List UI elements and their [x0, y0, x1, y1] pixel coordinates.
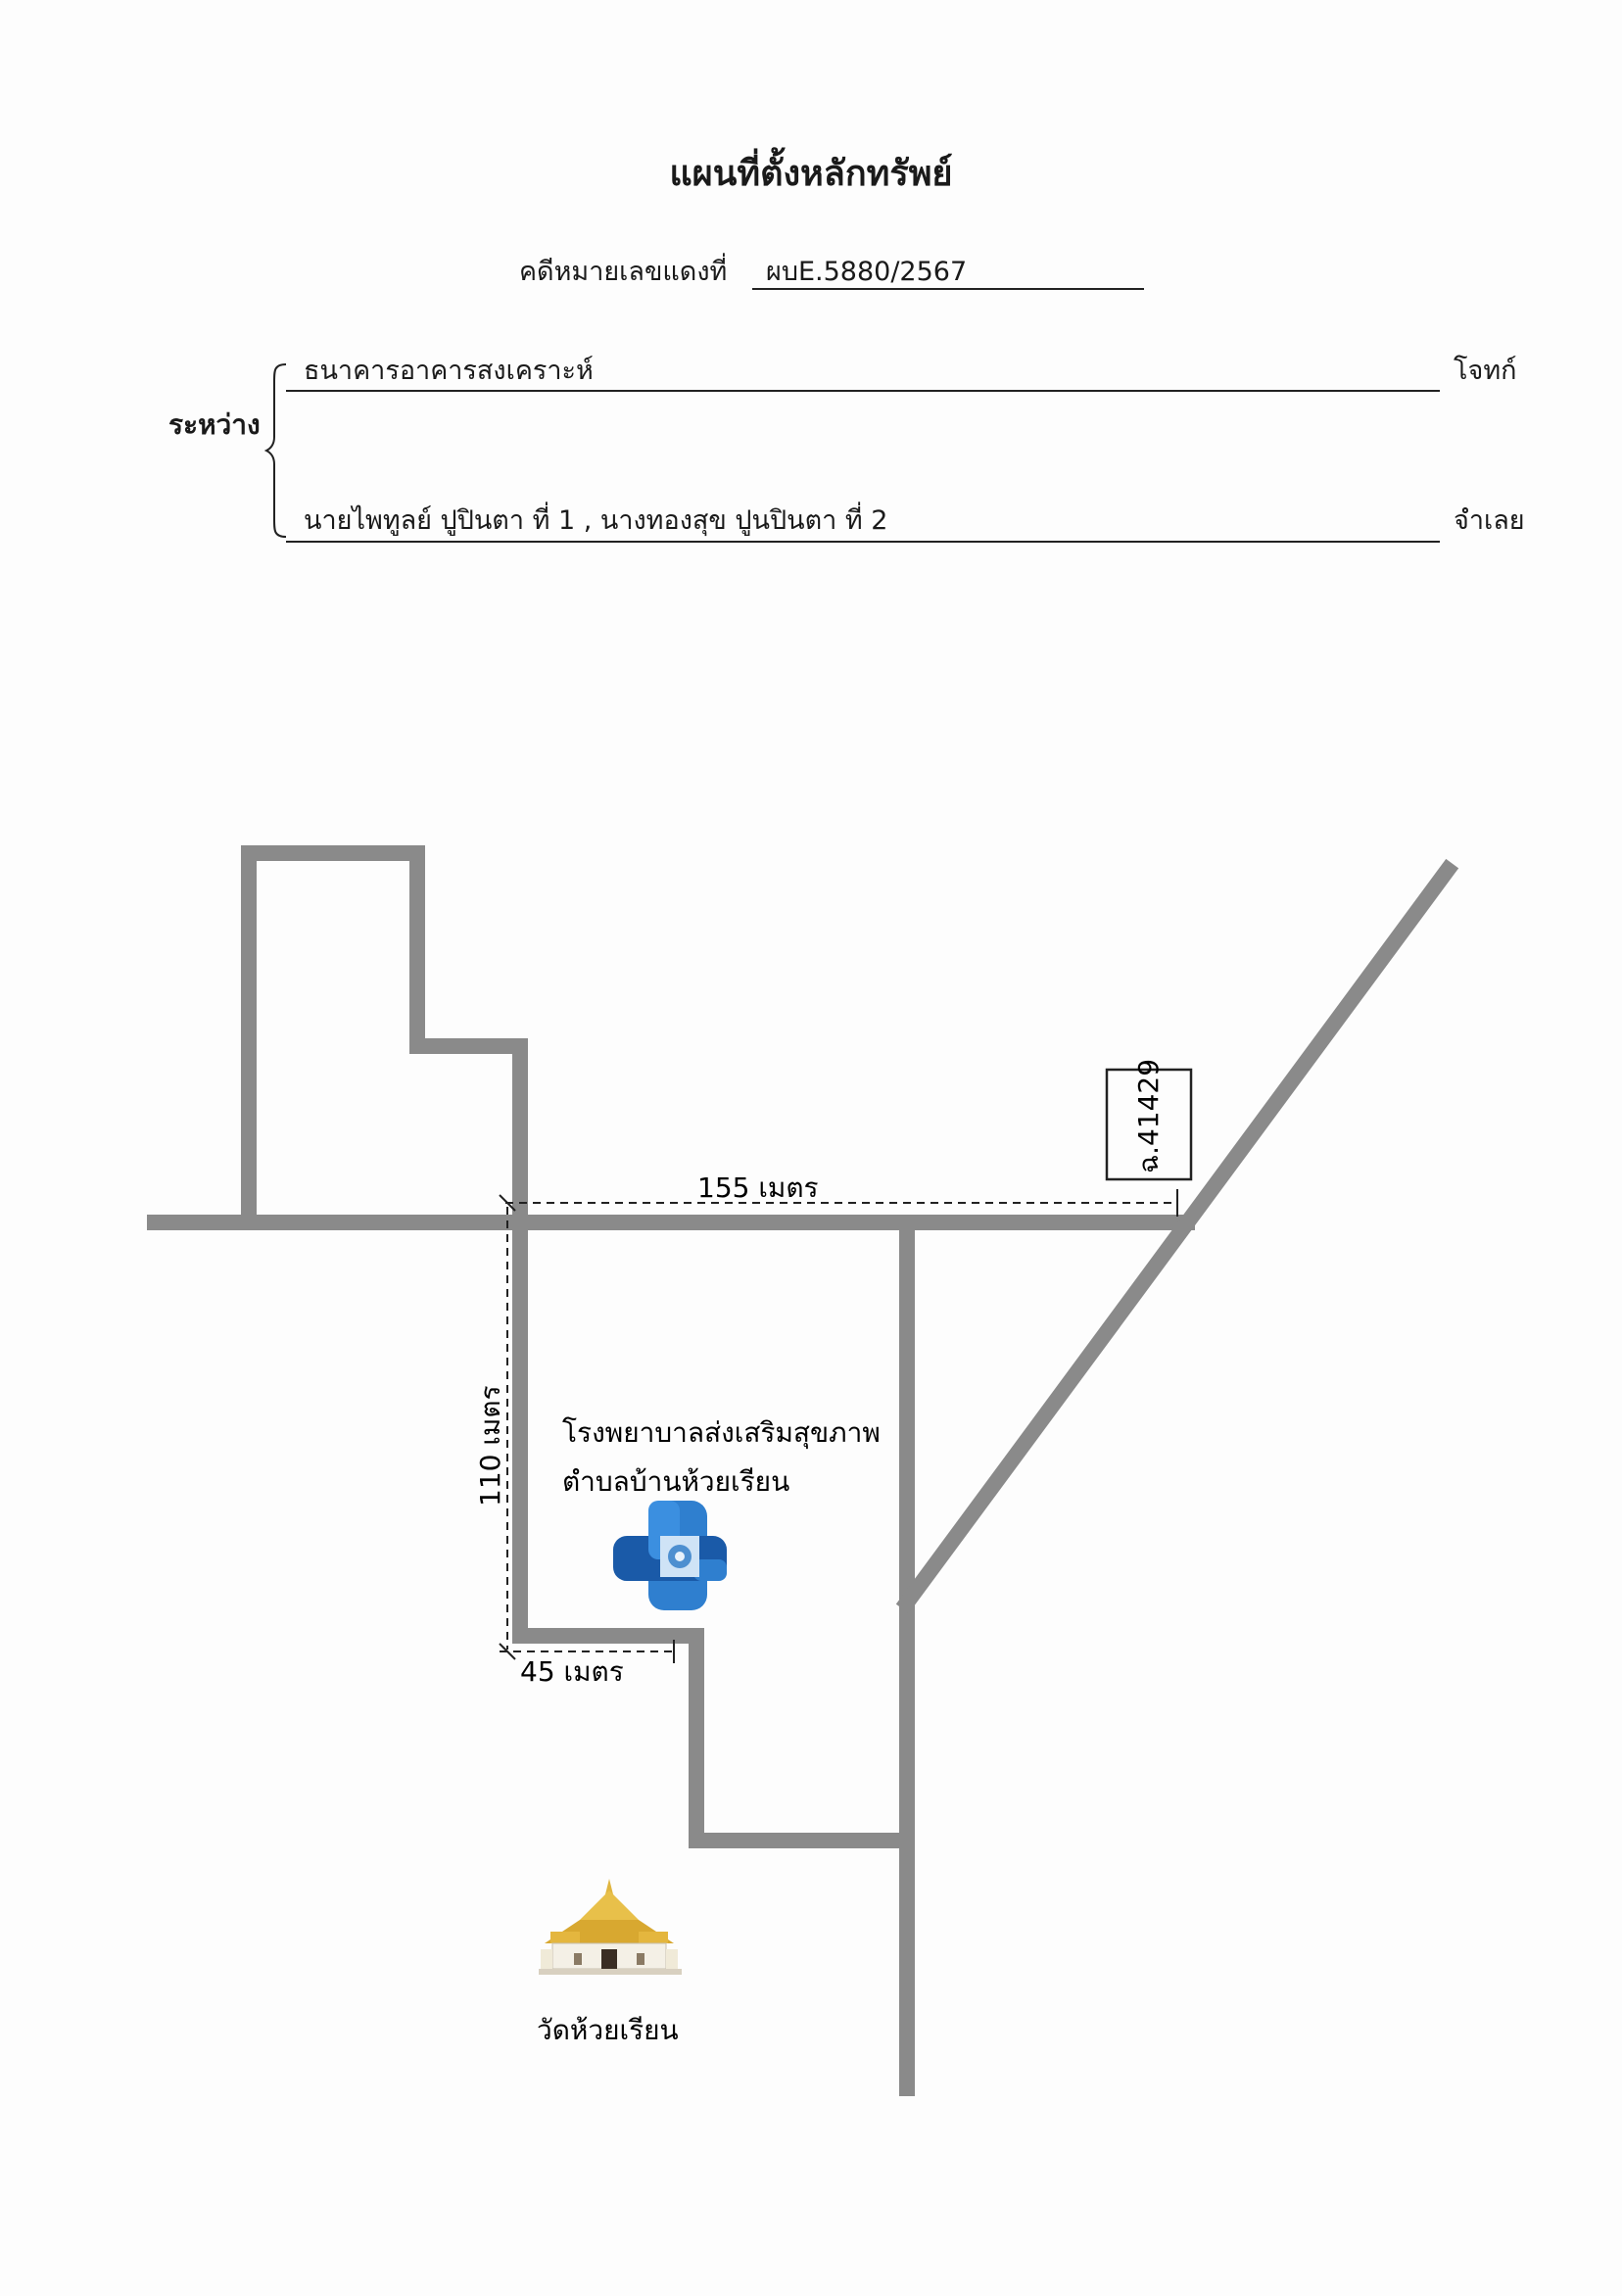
defendant-underline: [286, 541, 1440, 543]
road-network: [147, 845, 1459, 2096]
road-left-loop: [241, 845, 915, 1848]
parcel-box: [1105, 1068, 1193, 1181]
temple-name: วัดห้วยเรียน: [537, 2014, 679, 2046]
defendant-role: จำเลย: [1454, 505, 1525, 536]
case-number-label: คดีหมายเลขแดงที่: [519, 257, 728, 287]
case-number-underline: [752, 288, 1144, 290]
dimension-lines: [500, 1202, 1177, 1652]
curly-brace-icon: [264, 363, 287, 538]
parcel-label: ฉ.41429: [1132, 1059, 1165, 1173]
hospital-name-line2: ตำบลบ้านห้วยเรียน: [562, 1465, 789, 1498]
defendant-name: นายไพทูลย์ ปูปินตา ที่ 1 , นางทองสุข ปูน…: [304, 505, 888, 536]
road-diagonal: [895, 858, 1459, 1614]
hospital-cross-icon: [613, 1501, 727, 1610]
distance-155m-label: 155 เมตร: [697, 1172, 819, 1204]
plaintiff-role: โจทก์: [1454, 356, 1517, 386]
plaintiff-name: ธนาคารอาคารสงเคราะห์: [304, 356, 594, 386]
hospital-name-line1: โรงพยาบาลส่งเสริมสุขภาพ: [562, 1416, 881, 1450]
case-number-value: ผบE.5880/2567: [766, 257, 968, 287]
dimension-ticks: [499, 1189, 1178, 1663]
page-title: แผนที่ตั้งหลักทรัพย์: [669, 154, 953, 194]
distance-110m-label: 110 เมตร: [474, 1385, 506, 1507]
plaintiff-underline: [286, 390, 1440, 392]
between-label: ระหว่าง: [168, 408, 261, 441]
distance-45m-label: 45 เมตร: [520, 1655, 624, 1688]
temple-icon: [539, 1879, 682, 1975]
